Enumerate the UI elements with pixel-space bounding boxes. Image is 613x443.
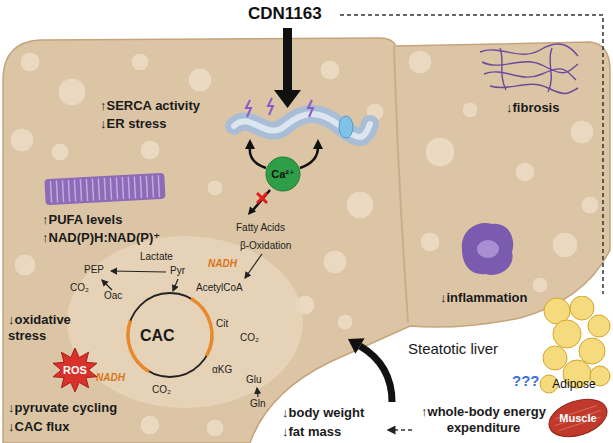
effect-label: ↓oxidative stress [8,312,88,343]
effect-label: ↓ER stress [100,116,166,132]
effect-label: ↑whole-body energy expenditure [416,404,551,435]
node-text: Adipose [552,378,595,391]
metabolite-label: Cit [216,318,228,330]
muscle-tissue: Muscle [546,396,610,440]
node-text: Ca²⁺ [271,168,295,180]
arrowhead [245,139,255,149]
metabolite-label: Glu [246,374,262,386]
metabolite-label: Pyr [170,265,185,277]
effect-label: ↓body weight [282,405,364,421]
arrowhead [248,207,256,216]
lipid-droplets [10,50,599,437]
calcium-ion: Ca²⁺ [265,156,301,192]
metabolite-label: Lactate [140,251,173,263]
metabolite-label: CO₂ [70,282,89,294]
cdn1163-arrow [274,28,301,108]
effect-label: ↓fat mass [282,424,341,440]
metabolite-label: CO₂ [240,332,259,344]
drug-name: CDN1163 [248,4,322,24]
node-text: ROS [63,364,87,376]
effect-label: ↑SERCA activity [100,98,200,114]
effect-label: ↓CAC flux [8,419,69,435]
effect-label: ↓fibrosis [506,100,559,116]
metabolite-label: Gln [250,398,266,410]
node-text: Muscle [559,412,596,424]
calcium-arrows [250,147,318,210]
question-marks: ??? [512,372,540,390]
ros-burst: ROS [50,348,100,392]
liver-outline [3,38,610,443]
cac-cycle [128,293,212,377]
cycle-label: CAC [140,326,175,345]
adipose-tissue: Adipose [537,296,611,394]
metabolite-label: Fatty Acids [236,222,285,234]
dashed-leader [340,15,603,294]
effect-label: ↑PUFA levels [42,212,122,228]
dashed-arrow [388,429,412,431]
cofactor-label: NADH [208,258,237,270]
metabolite-label: PEP [84,264,104,276]
effect-label: ↓inflammation [440,290,527,306]
liver-return-arrow [360,346,392,402]
mitochondrion [67,236,303,408]
cofactor-label: NADH [96,372,125,384]
metabolite-label: Oac [104,290,122,302]
metabolite-label: CO₂ [152,384,171,396]
blocked-mark [257,193,267,203]
pathway-label: β-Oxidation [240,240,291,252]
pufa-membrane [44,173,165,205]
endoplasmic-reticulum [234,98,370,138]
pathway-arrows [102,254,262,397]
metabolite-label: αKG [212,364,232,376]
effect-label: ↓pyruvate cycling [8,400,117,416]
fibrosis-fibers [480,44,578,93]
metabolite-label: AcetylCoA [196,282,243,294]
lobe-divider [394,46,408,322]
arrowhead [313,139,323,149]
organ-label: Steatotic liver [408,340,498,358]
arrowhead [348,338,365,353]
inflammatory-cell [462,223,513,275]
effect-label: ↑NAD(P)H:NAD(P)⁺ [42,230,160,246]
